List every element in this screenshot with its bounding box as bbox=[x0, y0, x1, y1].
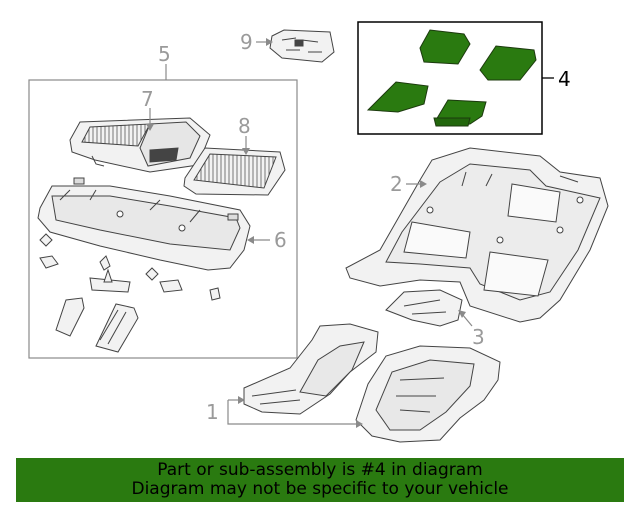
part-4-floor-mats[interactable] bbox=[366, 29, 537, 127]
callout-1: 1 bbox=[206, 400, 219, 424]
callout-6: 6 bbox=[274, 228, 287, 252]
callout-9: 9 bbox=[240, 30, 253, 54]
callout-4: 4 bbox=[558, 67, 571, 91]
part-1-silencer-left[interactable] bbox=[243, 323, 379, 415]
callout-7: 7 bbox=[141, 87, 154, 111]
part-2-carpet[interactable] bbox=[345, 147, 609, 323]
banner-line-1: Part or sub-assembly is #4 in diagram bbox=[157, 460, 483, 480]
part-3-insulator[interactable] bbox=[385, 289, 463, 327]
banner-line-2: Diagram may not be specific to your vehi… bbox=[131, 479, 509, 499]
part-1-silencer-right[interactable] bbox=[355, 345, 501, 443]
part-8-panel[interactable] bbox=[183, 147, 286, 196]
parts-diagram: 5 7 8 6 bbox=[28, 21, 609, 443]
small-clips bbox=[39, 233, 221, 353]
callout-5: 5 bbox=[158, 42, 171, 66]
info-banner: Part or sub-assembly is #4 in diagram Di… bbox=[16, 458, 624, 502]
part-6-tray[interactable] bbox=[37, 177, 251, 271]
callout-2: 2 bbox=[390, 172, 403, 196]
callout-3: 3 bbox=[472, 325, 485, 349]
group-box-5 bbox=[28, 79, 298, 359]
part-9-trim[interactable] bbox=[269, 29, 335, 63]
part-7-cover[interactable] bbox=[69, 117, 211, 173]
callout-8: 8 bbox=[238, 114, 251, 138]
